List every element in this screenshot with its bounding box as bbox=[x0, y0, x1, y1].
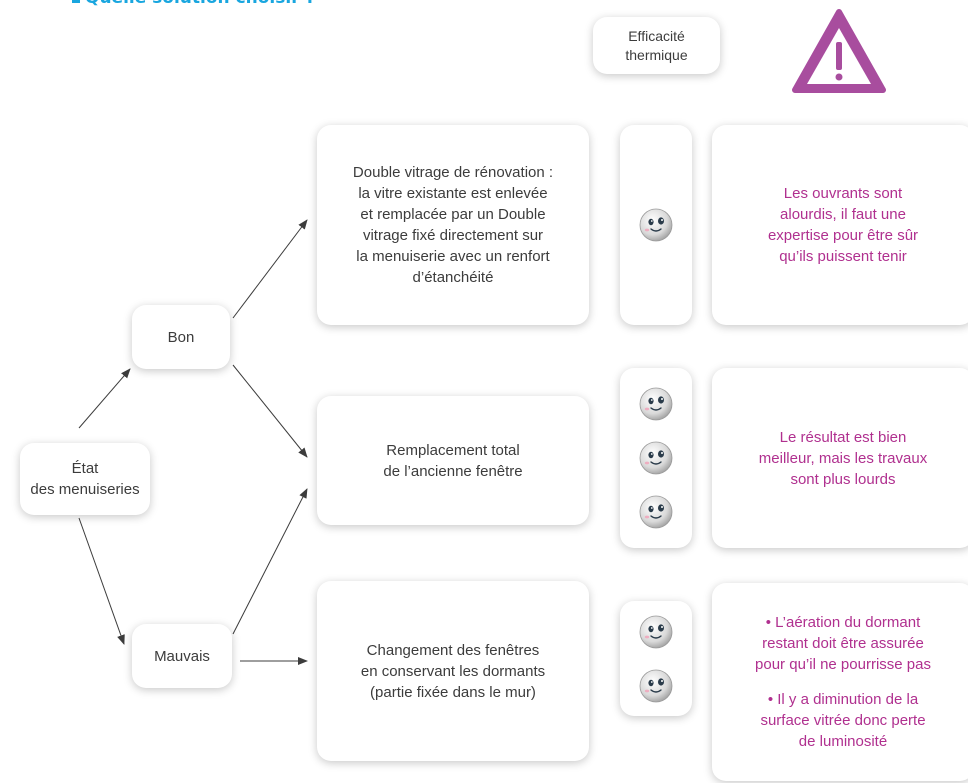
bon-box: Bon bbox=[132, 305, 230, 369]
smiley-icon bbox=[639, 495, 673, 529]
mauvais-box: Mauvais bbox=[132, 624, 232, 688]
note-double: Les ouvrants sont alourdis, il faut une … bbox=[712, 125, 968, 325]
title-text: Quelle solution choisir ? bbox=[85, 0, 315, 8]
solution-changement-text: Changement des fenêtres en conservant le… bbox=[360, 641, 546, 701]
arrow-mauvais-remplacement bbox=[232, 488, 308, 635]
arrow-etat-mauvais bbox=[78, 517, 125, 645]
solution-changement: Changement des fenêtres en conservant le… bbox=[317, 581, 589, 761]
smiley-icon bbox=[639, 615, 673, 649]
smiley-icon bbox=[639, 441, 673, 475]
solution-double-vitrage-text: Double vitrage de rénovation : la vitre … bbox=[352, 164, 554, 286]
etat-box: État des menuiseries bbox=[20, 443, 150, 515]
smiley-icon bbox=[639, 669, 673, 703]
title-square-icon bbox=[72, 0, 80, 3]
arrow-bon-remplacement bbox=[232, 364, 308, 458]
efficacite-header: Efficacité thermique bbox=[593, 17, 720, 74]
mauvais-label: Mauvais bbox=[154, 647, 210, 665]
smiley-icon bbox=[639, 387, 673, 421]
arrow-etat-bon bbox=[78, 368, 131, 429]
warning-triangle-icon bbox=[792, 9, 886, 93]
note-changement-text-1: • L’aération du dormant restant doit êtr… bbox=[755, 614, 931, 673]
arrow-bon-double bbox=[232, 219, 308, 319]
note-remplacement-text: Le résultat est bien meilleur, mais les … bbox=[758, 428, 928, 488]
note-remplacement: Le résultat est bien meilleur, mais les … bbox=[712, 368, 968, 548]
solution-double-vitrage: Double vitrage de rénovation : la vitre … bbox=[317, 125, 589, 325]
note-double-text: Les ouvrants sont alourdis, il faut une … bbox=[767, 185, 919, 265]
solution-remplacement-text: Remplacement total de l’ancienne fenêtre bbox=[383, 441, 523, 480]
bon-label: Bon bbox=[167, 328, 195, 346]
page-title: Quelle solution choisir ? bbox=[72, 0, 315, 8]
etat-label: État des menuiseries bbox=[30, 460, 140, 498]
note-changement-text-2: • Il y a diminution de la surface vitrée… bbox=[760, 691, 926, 750]
efficacite-label: Efficacité thermique bbox=[625, 27, 688, 63]
note-changement: • L’aération du dormant restant doit êtr… bbox=[712, 583, 968, 781]
smiley-icon bbox=[639, 208, 673, 242]
solution-remplacement: Remplacement total de l’ancienne fenêtre bbox=[317, 396, 589, 525]
